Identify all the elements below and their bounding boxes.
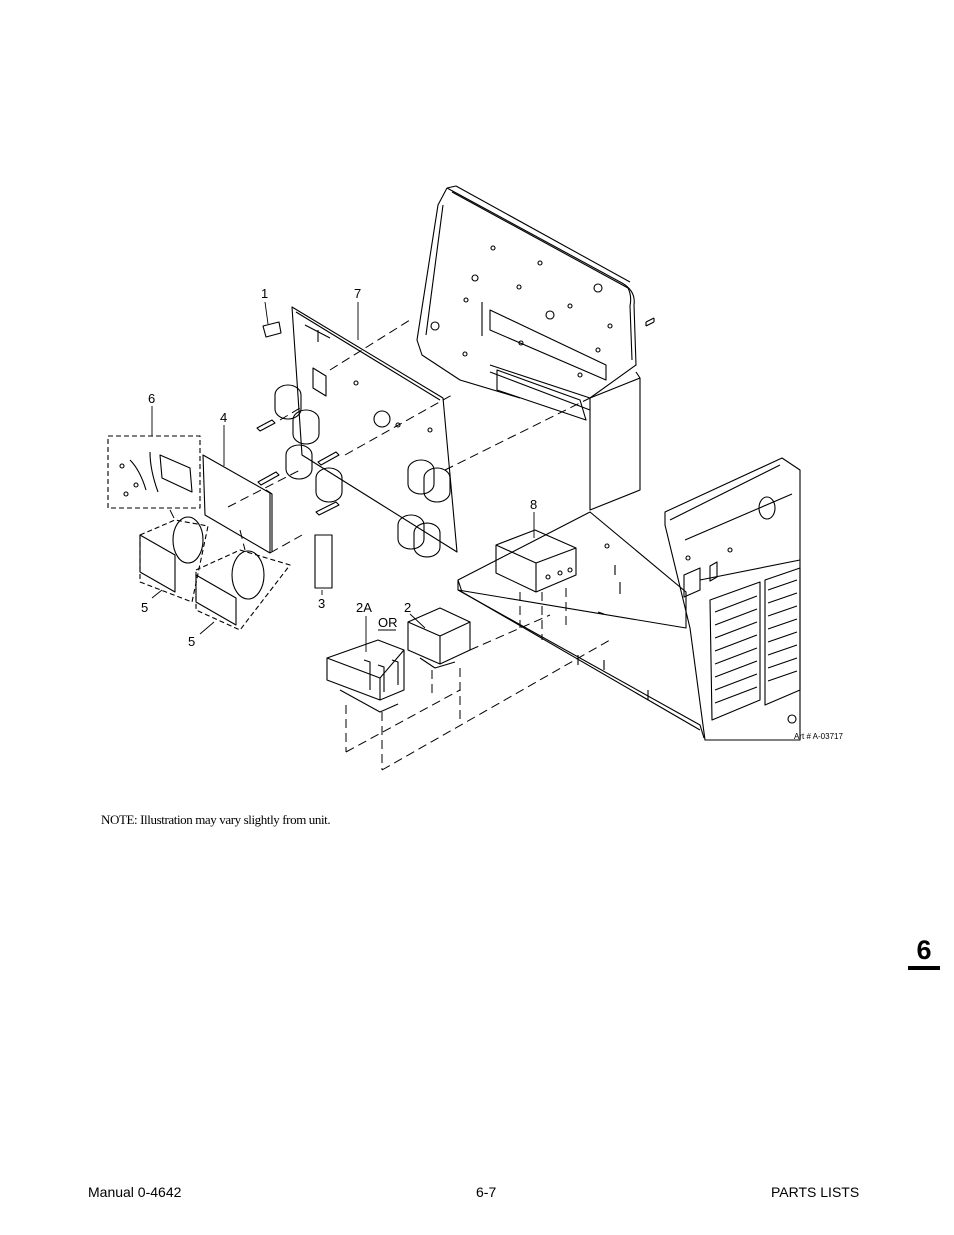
footer-page-number: 6-7 bbox=[476, 1184, 497, 1200]
footer-section-title: PARTS LISTS bbox=[771, 1184, 860, 1200]
contactor bbox=[326, 639, 405, 713]
art-number: Art # A-03717 bbox=[794, 732, 843, 741]
callout-1: 1 bbox=[261, 286, 268, 301]
callout-5-lower: 5 bbox=[188, 634, 195, 649]
callout-5-upper: 5 bbox=[141, 600, 148, 615]
callout-3: 3 bbox=[318, 596, 325, 611]
main-pc-board bbox=[256, 306, 458, 558]
leader-lines bbox=[151, 301, 535, 652]
section-tab-number: 6 bbox=[916, 935, 932, 965]
callout-2: 2 bbox=[404, 600, 411, 615]
front-panel bbox=[664, 457, 801, 741]
callout-4: 4 bbox=[220, 410, 227, 425]
fan-assembly-upper bbox=[139, 516, 209, 603]
sub-pc-board bbox=[202, 454, 273, 554]
callout-8: 8 bbox=[530, 497, 537, 512]
footer-manual-number: Manual 0-4642 bbox=[88, 1184, 182, 1200]
projection-lines bbox=[169, 319, 611, 771]
illustration-note: NOTE: Illustration may vary slightly fro… bbox=[101, 812, 331, 827]
callout-6: 6 bbox=[148, 391, 155, 406]
item-6-switch bbox=[119, 451, 193, 497]
section-tab-rule bbox=[908, 966, 940, 970]
exploded-parts-diagram: 1 7 6 4 8 5 5 3 2A 2 OR Art # A-03717 bbox=[107, 185, 843, 771]
base-chassis bbox=[457, 511, 705, 739]
callout-2a: 2A bbox=[356, 600, 372, 615]
item-3-part bbox=[314, 534, 333, 589]
callout-or: OR bbox=[378, 615, 398, 630]
item-6-group bbox=[107, 435, 201, 509]
item-8-module bbox=[495, 529, 577, 593]
callout-7: 7 bbox=[354, 286, 361, 301]
fan-assembly-lower bbox=[195, 549, 291, 631]
rear-panel bbox=[416, 185, 655, 511]
transformer bbox=[407, 607, 471, 669]
